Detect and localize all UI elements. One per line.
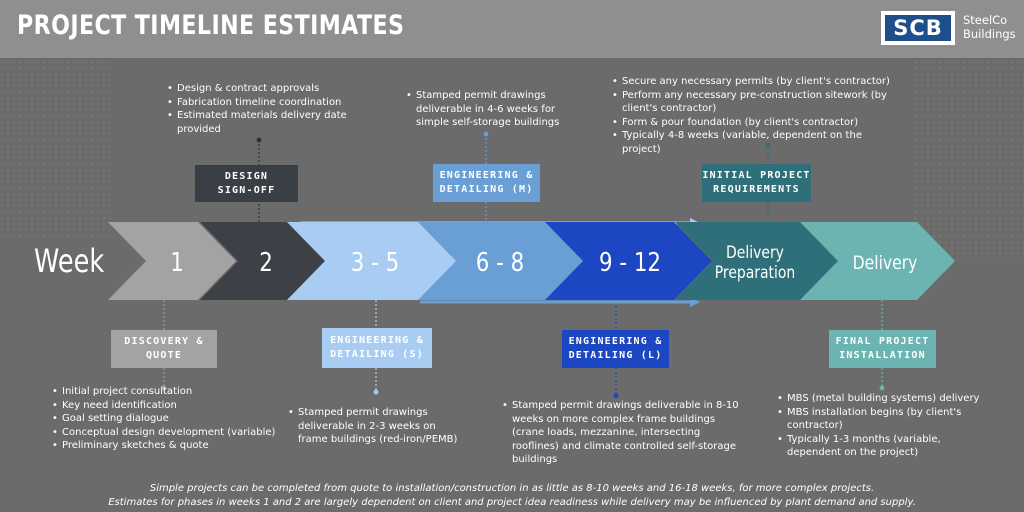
header-bar: PROJECT TIMELINE ESTIMATES SCB SteelCo B… xyxy=(0,0,1024,58)
step-label-4: 6 - 8 xyxy=(475,248,525,278)
logo-mark: SCB xyxy=(885,15,951,41)
list-item: Form & pour foundation (by client's cont… xyxy=(612,116,902,130)
step-label-6: Delivery Preparation xyxy=(714,243,796,283)
chevron-step-4 xyxy=(418,222,584,300)
step-label-2: 2 xyxy=(259,248,273,278)
marker-eng-m xyxy=(483,131,489,137)
list-item: Design & contract approvals xyxy=(167,82,367,96)
chevron-step-5 xyxy=(545,222,712,300)
phase-final-installation: FINAL PROJECT INSTALLATION xyxy=(829,330,936,368)
marker-eng-s xyxy=(373,389,379,395)
steelco-logo: SCB SteelCo Buildings xyxy=(878,11,1018,47)
marker-final xyxy=(879,385,885,391)
list-item: Preliminary sketches & quote xyxy=(52,439,302,453)
bullets-initial-requirements: Secure any necessary permits (by client'… xyxy=(612,75,902,156)
week-label: Week xyxy=(34,242,105,280)
list-item: Perform any necessary pre-construction s… xyxy=(612,89,902,116)
step-label-6-line-2: Preparation xyxy=(714,263,796,283)
phase-final-line-2: INSTALLATION xyxy=(839,350,926,361)
bullets-final-installation: MBS (metal building systems) delivery MB… xyxy=(777,392,997,460)
phase-engineering-l: ENGINEERING & DETAILING (L) xyxy=(562,330,669,368)
phase-eng-s-line-2: DETAILING (S) xyxy=(330,349,424,360)
footer-line-1: Simple projects can be completed from qu… xyxy=(149,483,875,494)
list-item: MBS installation begins (by client's con… xyxy=(777,406,997,433)
bullets-engineering-l: Stamped permit drawings deliverable in 8… xyxy=(502,399,747,467)
phase-initial-line-1: INITIAL PROJECT xyxy=(702,170,811,181)
step-label-3: 3 - 5 xyxy=(350,248,400,278)
bullets-discovery-quote: Initial project consultation Key need id… xyxy=(52,385,302,453)
list-item: Stamped permit drawings deliverable in 4… xyxy=(406,89,576,130)
logo-line-2: Buildings xyxy=(963,27,1016,41)
marker-eng-l xyxy=(613,393,619,399)
footer-notes: Simple projects can be completed from qu… xyxy=(0,482,1024,510)
decorative-dots-left xyxy=(0,60,110,240)
list-item: Fabrication timeline coordination xyxy=(167,96,367,110)
phase-initial-line-2: REQUIREMENTS xyxy=(713,184,800,195)
phase-eng-s-line-1: ENGINEERING & xyxy=(330,335,424,346)
decorative-dots-right xyxy=(914,60,1024,260)
bullets-design-signoff: Design & contract approvals Fabrication … xyxy=(167,82,367,136)
phase-initial-requirements: INITIAL PROJECT REQUIREMENTS xyxy=(702,164,811,202)
logo-wordmark: SteelCo Buildings xyxy=(963,13,1016,41)
phase-design-line-1: DESIGN xyxy=(224,170,269,182)
phase-eng-l-line-2: DETAILING (L) xyxy=(568,350,663,361)
list-item: MBS (metal building systems) delivery xyxy=(777,392,997,406)
chevron-step-2 xyxy=(200,222,325,300)
list-item: Estimated materials delivery date provid… xyxy=(167,109,367,136)
phase-engineering-s: ENGINEERING & DETAILING (S) xyxy=(322,328,432,368)
list-item: Conceptual design development (variable) xyxy=(52,426,302,440)
phase-discovery-line-1: DISCOVERY & xyxy=(124,336,204,347)
step-label-7: Delivery xyxy=(852,252,918,274)
chevron-step-6 xyxy=(675,222,838,300)
chevron-step-1 xyxy=(108,222,236,300)
logo-mark-frame: SCB xyxy=(881,11,955,45)
step-label-1: 1 xyxy=(170,248,184,278)
step-label-6-line-1: Delivery xyxy=(726,243,784,263)
marker-design xyxy=(256,137,262,143)
list-item: Key need identification xyxy=(52,399,302,413)
phase-discovery-line-2: QUOTE xyxy=(145,350,183,361)
phase-eng-m-line-2: DETAILING (M) xyxy=(439,184,534,195)
list-item: Stamped permit drawings deliverable in 2… xyxy=(288,406,468,447)
chevron-step-3 xyxy=(287,222,457,300)
logo-line-1: SteelCo xyxy=(963,13,1008,27)
list-item: Typically 4-8 weeks (variable, dependent… xyxy=(612,129,902,156)
chevron-step-7 xyxy=(800,222,955,300)
phase-discovery-quote: DISCOVERY & QUOTE xyxy=(111,330,217,368)
phase-design-line-2: SIGN-OFF xyxy=(217,184,276,196)
list-item: Typically 1-3 months (variable, dependen… xyxy=(777,433,997,460)
list-item: Initial project consultation xyxy=(52,385,302,399)
list-item: Secure any necessary permits (by client'… xyxy=(612,75,902,89)
phase-eng-l-line-1: ENGINEERING & xyxy=(568,336,663,347)
phase-design-signoff: DESIGN SIGN-OFF xyxy=(195,165,298,202)
phase-final-line-1: FINAL PROJECT xyxy=(835,336,930,347)
phase-engineering-m: ENGINEERING & DETAILING (M) xyxy=(433,164,540,202)
list-item: Goal setting dialogue xyxy=(52,412,302,426)
page-title: PROJECT TIMELINE ESTIMATES xyxy=(17,10,405,41)
list-item: Stamped permit drawings deliverable in 8… xyxy=(502,399,747,467)
bullets-engineering-m: Stamped permit drawings deliverable in 4… xyxy=(406,89,576,130)
bullets-engineering-s: Stamped permit drawings deliverable in 2… xyxy=(288,406,468,447)
footer-line-2: Estimates for phases in weeks 1 and 2 ar… xyxy=(108,497,916,508)
step-label-5: 9 - 12 xyxy=(599,248,661,278)
phase-eng-m-line-1: ENGINEERING & xyxy=(439,170,534,181)
